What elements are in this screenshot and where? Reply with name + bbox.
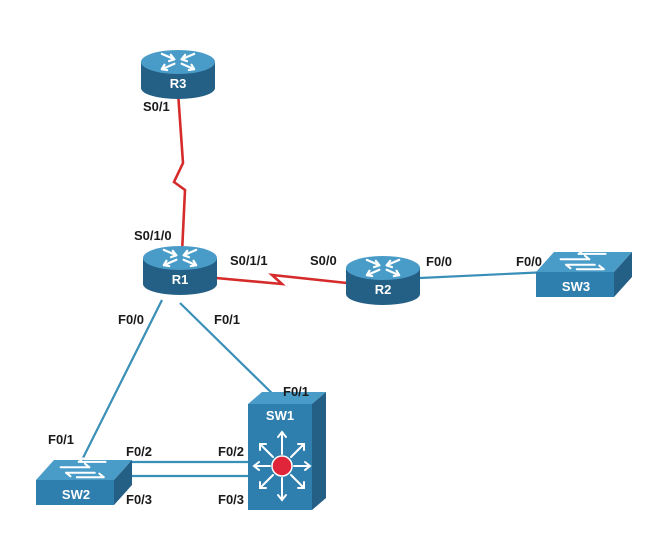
if-r1-f00: F0/0 xyxy=(118,312,144,327)
interface-labels: S0/1 S0/1/0 S0/1/1 S0/0 F0/0 F0/0 F0/0 F… xyxy=(48,99,542,507)
router-r3[interactable]: R3 xyxy=(141,50,215,99)
device-label-r2: R2 xyxy=(375,282,392,297)
if-sw2-f03: F0/3 xyxy=(126,492,152,507)
device-label-r3: R3 xyxy=(170,76,187,91)
link-r1-r2-serial[interactable] xyxy=(215,273,348,286)
link-r3-r1-serial[interactable] xyxy=(172,91,187,254)
if-sw2-f01: F0/1 xyxy=(48,432,74,447)
link-r1-sw1[interactable] xyxy=(179,302,284,405)
switch-sw3[interactable]: SW3 xyxy=(536,249,632,297)
if-r1-f01: F0/1 xyxy=(214,312,240,327)
multilayer-center-dot xyxy=(271,455,293,477)
if-sw3-f00: F0/0 xyxy=(516,254,542,269)
device-label-sw1: SW1 xyxy=(266,408,294,423)
device-label-r1: R1 xyxy=(172,272,189,287)
if-r3-s01: S0/1 xyxy=(143,99,170,114)
if-r1-s010: S0/1/0 xyxy=(134,228,172,243)
if-sw1-f01: F0/1 xyxy=(283,384,309,399)
if-r1-s011: S0/1/1 xyxy=(230,253,268,268)
device-label-sw3: SW3 xyxy=(562,279,590,294)
router-r2[interactable]: R2 xyxy=(346,256,420,305)
link-r2-sw3[interactable] xyxy=(419,270,549,280)
multilayer-switch-sw1[interactable]: SW1 xyxy=(248,392,326,510)
if-sw1-f03: F0/3 xyxy=(218,492,244,507)
switch-sw2[interactable]: SW2 xyxy=(36,457,132,505)
links-layer xyxy=(81,91,549,478)
if-r2-s00: S0/0 xyxy=(310,253,337,268)
if-sw1-f02: F0/2 xyxy=(218,444,244,459)
if-sw2-f02: F0/2 xyxy=(126,444,152,459)
device-label-sw2: SW2 xyxy=(62,487,90,502)
if-r2-f00: F0/0 xyxy=(426,254,452,269)
router-r1[interactable]: R1 xyxy=(143,246,217,295)
multilayer-switch-icon xyxy=(252,430,312,502)
link-r1-sw2[interactable] xyxy=(81,299,163,461)
